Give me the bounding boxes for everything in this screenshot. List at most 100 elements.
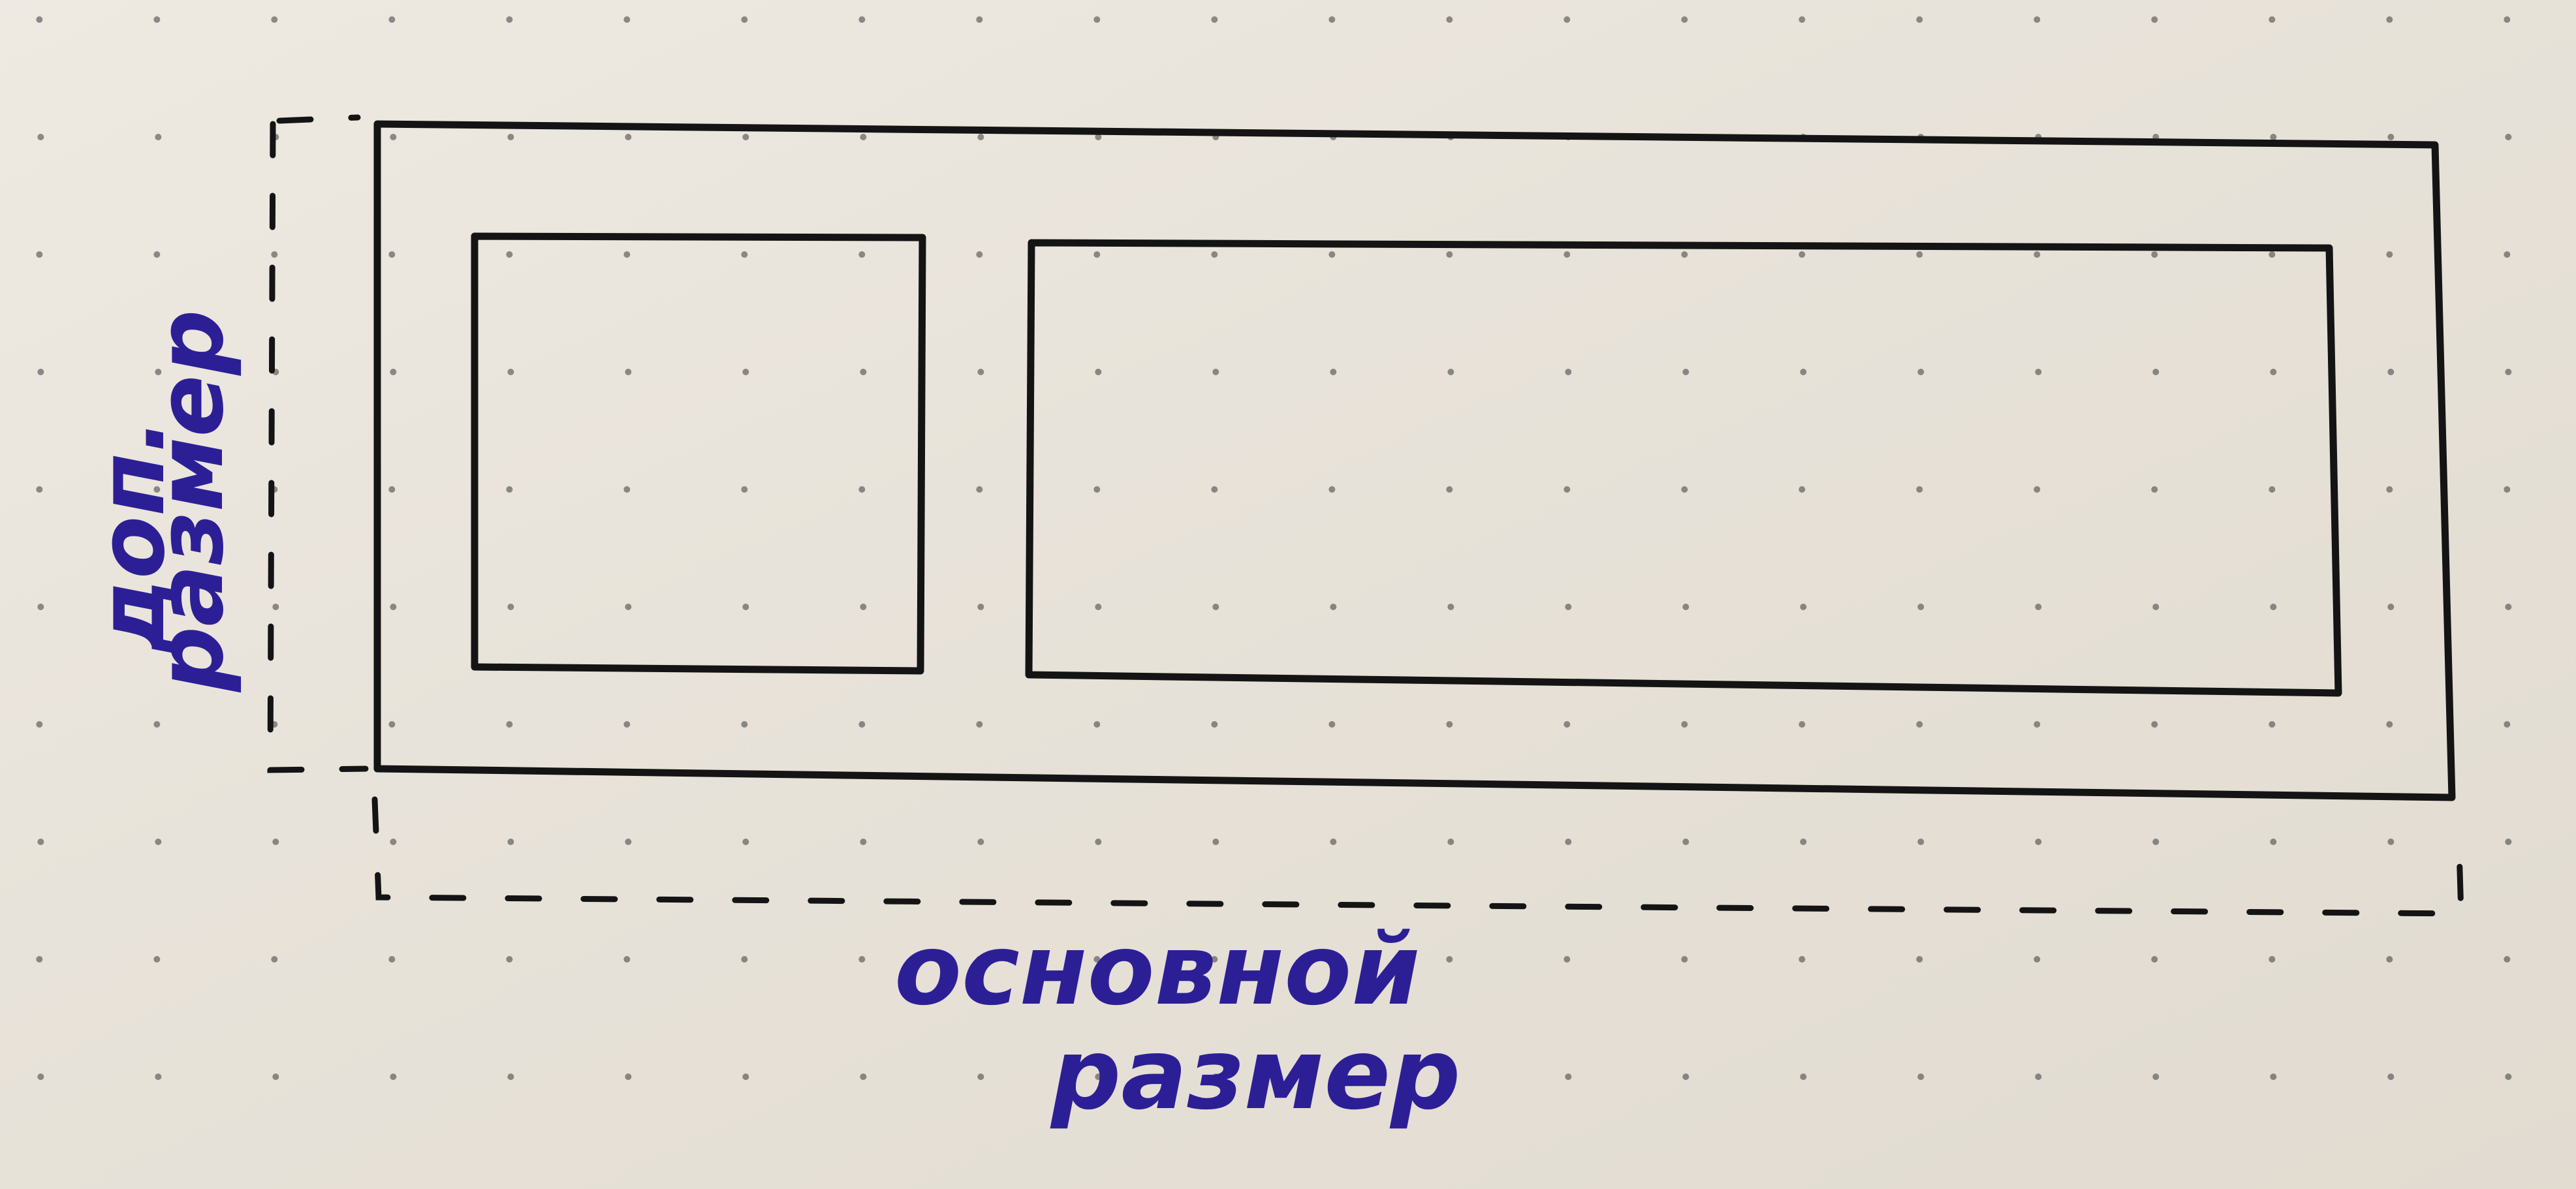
grid-dot	[623, 721, 631, 728]
grid-dot	[1916, 251, 1923, 258]
grid-dot	[507, 839, 514, 845]
grid-dot	[1565, 369, 1572, 375]
grid-dot	[2151, 251, 2158, 258]
grid-dot	[1328, 251, 1336, 258]
grid-dot	[1916, 16, 1923, 23]
grid-dot	[2269, 16, 2276, 23]
grid-dot	[977, 839, 984, 845]
grid-dot	[976, 16, 983, 23]
extra-size-label-line2: размер	[138, 309, 244, 693]
grid-dot	[2035, 839, 2042, 845]
grid-dot	[1446, 16, 1453, 23]
grid-dot	[1681, 956, 1688, 963]
grid-dot	[1211, 956, 1218, 963]
grid-dot	[506, 251, 513, 258]
grid-dot	[36, 486, 43, 493]
grid-dot	[507, 1073, 514, 1080]
grid-dot	[1682, 369, 1689, 375]
grid-dot	[1212, 1073, 1219, 1080]
extra-size-label-line1: доп.	[79, 418, 185, 654]
grid-dot	[976, 956, 983, 963]
grid-dot	[2505, 134, 2512, 140]
grid-dot	[2387, 1073, 2395, 1080]
left-inner-box	[471, 232, 926, 675]
grid-dot	[860, 604, 867, 610]
grid-dot	[2386, 251, 2393, 258]
grid-dot	[1682, 1073, 1689, 1080]
grid-dot	[625, 839, 632, 845]
grid-dot	[623, 251, 631, 258]
grid-dot	[2270, 604, 2277, 610]
grid-dot	[388, 721, 396, 728]
dot-grid	[36, 16, 2512, 1080]
main-size-label-line2: размер	[1050, 1018, 1460, 1132]
grid-dot	[1916, 486, 1923, 493]
grid-dot	[742, 1073, 749, 1080]
grid-dot	[388, 16, 396, 23]
grid-dot	[153, 721, 161, 728]
grid-dot	[625, 604, 632, 610]
grid-dot	[37, 134, 44, 140]
grid-dot	[36, 721, 43, 728]
grid-dot	[1917, 369, 1924, 375]
grid-dot	[2034, 486, 2041, 493]
grid-dot	[506, 956, 513, 963]
grid-dot	[271, 16, 278, 23]
main-size-dimension-line	[371, 796, 2464, 917]
grid-dot	[390, 369, 397, 375]
grid-dot	[506, 486, 513, 493]
grid-dot	[1682, 839, 1689, 845]
grid-dot	[2386, 16, 2393, 23]
grid-dot	[2386, 486, 2393, 493]
grid-dot	[2270, 839, 2277, 845]
grid-dot	[1565, 839, 1572, 845]
grid-dot	[742, 604, 749, 610]
grid-dot	[388, 251, 396, 258]
grid-dot	[1681, 16, 1688, 23]
grid-dot	[1446, 721, 1453, 728]
grid-dot	[2504, 956, 2511, 963]
grid-dot	[390, 604, 397, 610]
extra-size-dimension-line	[267, 114, 369, 773]
grid-dot	[506, 16, 513, 23]
grid-dot	[37, 1073, 44, 1080]
grid-dot	[625, 1073, 632, 1080]
grid-dot	[388, 486, 396, 493]
grid-dot	[977, 369, 984, 375]
grid-dot	[741, 486, 748, 493]
grid-dot	[860, 134, 867, 140]
grid-dot	[36, 956, 43, 963]
grid-dot	[36, 16, 43, 23]
grid-dot	[1095, 134, 1102, 140]
grid-dot	[1447, 1073, 1454, 1080]
grid-dot	[742, 369, 749, 375]
grid-dot	[2151, 956, 2158, 963]
grid-dot	[2152, 1073, 2160, 1080]
grid-dot	[507, 369, 514, 375]
grid-dot	[1446, 956, 1453, 963]
grid-dot	[1328, 16, 1336, 23]
grid-dot	[2151, 721, 2158, 728]
grid-dot	[1212, 604, 1219, 610]
grid-dot	[155, 839, 162, 845]
grid-dot	[1563, 251, 1571, 258]
grid-dot	[1800, 604, 1807, 610]
grid-dot	[625, 369, 632, 375]
grid-dot	[976, 251, 983, 258]
grid-dot	[741, 721, 748, 728]
grid-dot	[741, 251, 748, 258]
grid-dot	[153, 251, 161, 258]
grid-dot	[2505, 1073, 2512, 1080]
grid-dot	[623, 956, 631, 963]
grid-dot	[1330, 1073, 1337, 1080]
grid-dot	[860, 839, 867, 845]
grid-dot	[1681, 721, 1688, 728]
grid-dot	[2152, 839, 2160, 845]
grid-dot	[1095, 839, 1102, 845]
grid-dot	[2387, 369, 2395, 375]
grid-dot	[1798, 721, 1806, 728]
grid-dot	[2269, 721, 2276, 728]
grid-dot	[2504, 251, 2511, 258]
grid-dot	[2035, 1073, 2042, 1080]
